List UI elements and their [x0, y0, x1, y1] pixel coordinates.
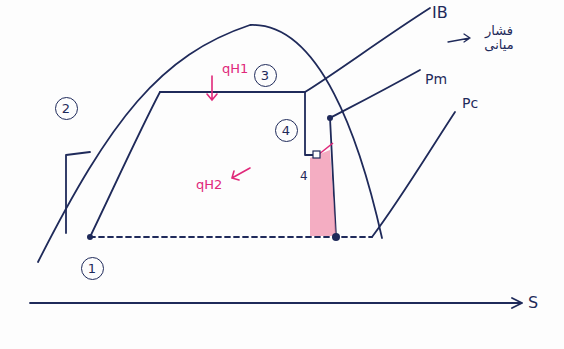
- isobar-label: Pc: [462, 96, 478, 111]
- state-number: 1: [88, 262, 96, 275]
- heat-arrow: [207, 76, 217, 100]
- axis-label: S: [528, 294, 538, 312]
- isobar-line: [372, 112, 455, 237]
- state-number: 4: [300, 170, 308, 183]
- isobar-label: Pm: [425, 72, 447, 87]
- state-dot: [327, 115, 333, 121]
- heat-label: qH2: [196, 178, 222, 192]
- note-arrow: [448, 34, 470, 42]
- heat-arrow: [232, 168, 250, 180]
- process-line: [305, 92, 318, 155]
- process-line: [66, 152, 90, 233]
- state-circle: 4: [275, 119, 298, 142]
- state-dot: [332, 233, 340, 241]
- state-marker: [313, 151, 320, 158]
- low-pressure-line: [90, 236, 372, 238]
- state-number: 3: [261, 69, 269, 82]
- note-text: فشار میانی: [474, 24, 524, 53]
- heat-label: qH1: [222, 62, 248, 76]
- state-number: 4: [282, 124, 290, 137]
- isobar-line: [160, 91, 305, 93]
- shaded-area: [310, 150, 336, 236]
- s-axis: [30, 298, 522, 308]
- isobar-label: IB: [432, 4, 448, 22]
- isobar-line: [90, 92, 160, 237]
- isobar-line: [330, 70, 420, 118]
- isobar-line: [305, 8, 430, 92]
- state-dot: [87, 234, 93, 240]
- state-number: 2: [62, 102, 70, 115]
- saturation-dome: [38, 25, 382, 262]
- state-circle: 3: [254, 64, 277, 87]
- state-circle: 1: [81, 257, 104, 280]
- state-circle: 2: [55, 97, 78, 120]
